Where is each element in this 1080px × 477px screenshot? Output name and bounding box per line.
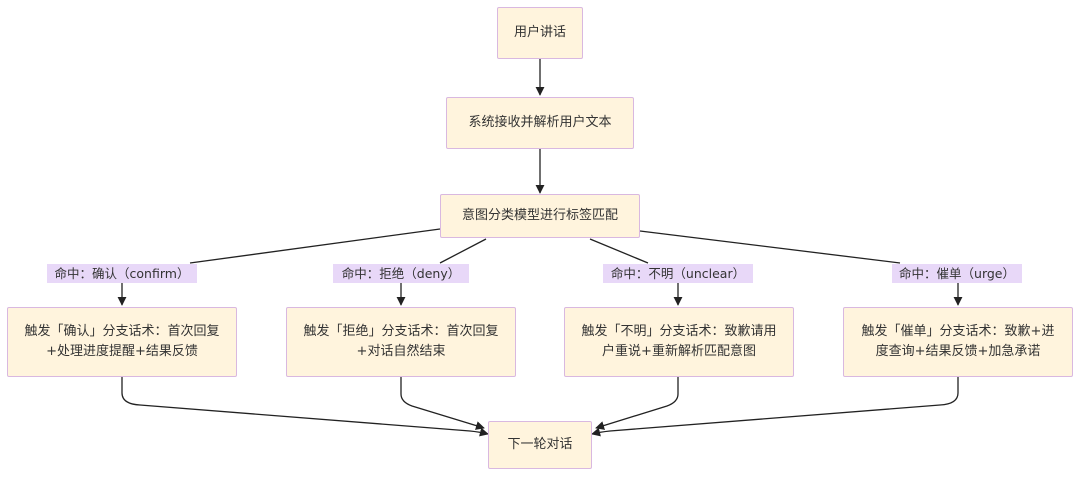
edge-deny-to-next — [400, 377, 485, 430]
edge-classify-to-deny — [439, 238, 487, 264]
node-unclear-branch: 触发「不明」分支话术：致歉请用户重说+重新解析匹配意图 — [564, 307, 794, 377]
node-urge-branch: 触发「催单」分支话术：致歉+进度查询+结果反馈+加急承诺 — [843, 307, 1073, 377]
edge-classify-to-unclear — [589, 238, 649, 264]
node-next-round: 下一轮对话 — [488, 421, 592, 469]
node-user-speaks: 用户讲话 — [497, 7, 583, 59]
node-confirm-branch: 触发「确认」分支话术：首次回复+处理进度提醒+结果反馈 — [7, 307, 237, 377]
label-hit-deny: 命中：拒绝（deny） — [333, 264, 469, 283]
node-receive-parse: 系统接收并解析用户文本 — [446, 97, 634, 149]
node-deny-branch: 触发「拒绝」分支话术：首次回复+对话自然结束 — [286, 307, 516, 377]
edge-confirm-to-next — [121, 377, 489, 437]
edge-classify-to-confirm — [189, 228, 441, 264]
edge-classify-to-urge — [639, 230, 901, 264]
edge-urge-to-next — [591, 377, 959, 437]
label-hit-urge: 命中：催单（urge） — [892, 264, 1022, 283]
edge-unclear-to-next — [595, 377, 679, 430]
node-intent-classify: 意图分类模型进行标签匹配 — [440, 194, 640, 238]
label-hit-unclear: 命中：不明（unclear） — [603, 264, 753, 283]
label-hit-confirm: 命中：确认（confirm） — [47, 264, 197, 283]
